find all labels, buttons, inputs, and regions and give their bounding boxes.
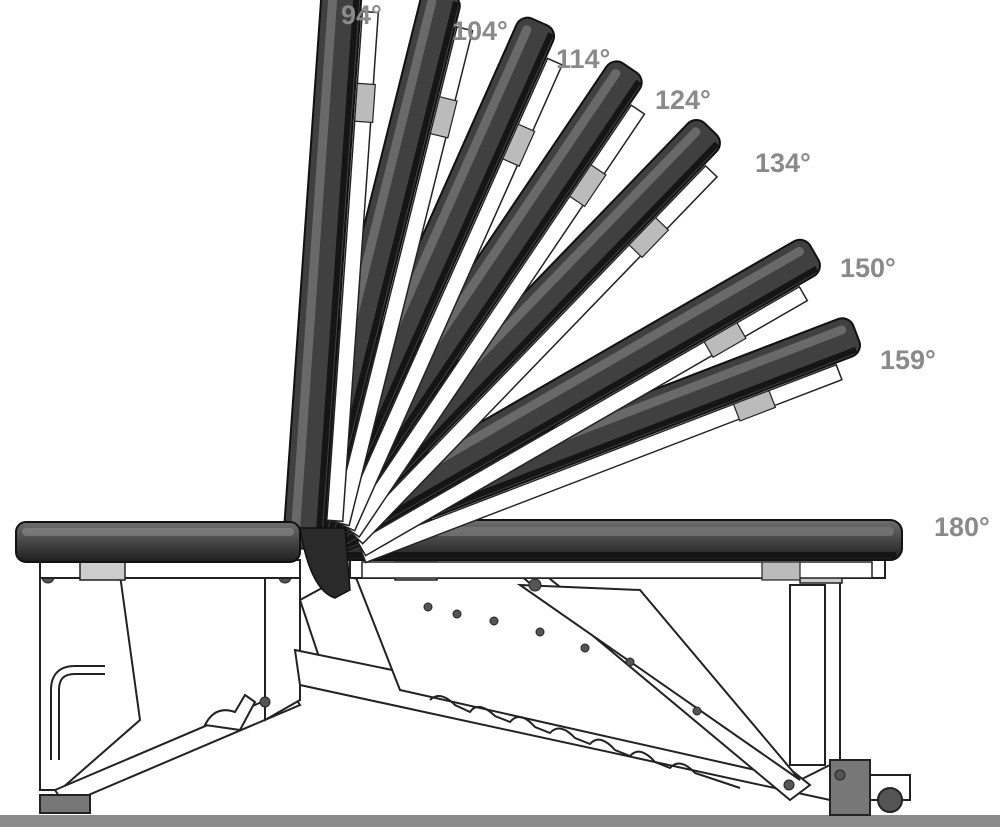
backrest-pad-180 xyxy=(331,519,903,581)
rear-stand xyxy=(39,574,302,814)
angle-label-150: 150° xyxy=(840,253,896,283)
angle-label-104: 104° xyxy=(452,16,508,46)
angle-label-134: 134° xyxy=(755,148,811,178)
angle-label-114: 114° xyxy=(556,44,611,74)
angle-label-159: 159° xyxy=(880,345,936,375)
backrest-positions xyxy=(282,0,903,581)
hinge-cluster xyxy=(299,527,351,599)
angle-label-124: 124° xyxy=(655,85,711,115)
angle-label-94: 94° xyxy=(341,0,382,30)
ladder-strut xyxy=(516,574,812,802)
backrest-pad-94 xyxy=(282,0,380,551)
adjustment-slots xyxy=(429,695,741,789)
seat-mount-plate xyxy=(79,561,126,581)
angle-label-180: 180° xyxy=(934,512,990,542)
floor xyxy=(0,815,1000,827)
front-leg xyxy=(789,584,911,816)
seat-pad xyxy=(15,521,301,563)
